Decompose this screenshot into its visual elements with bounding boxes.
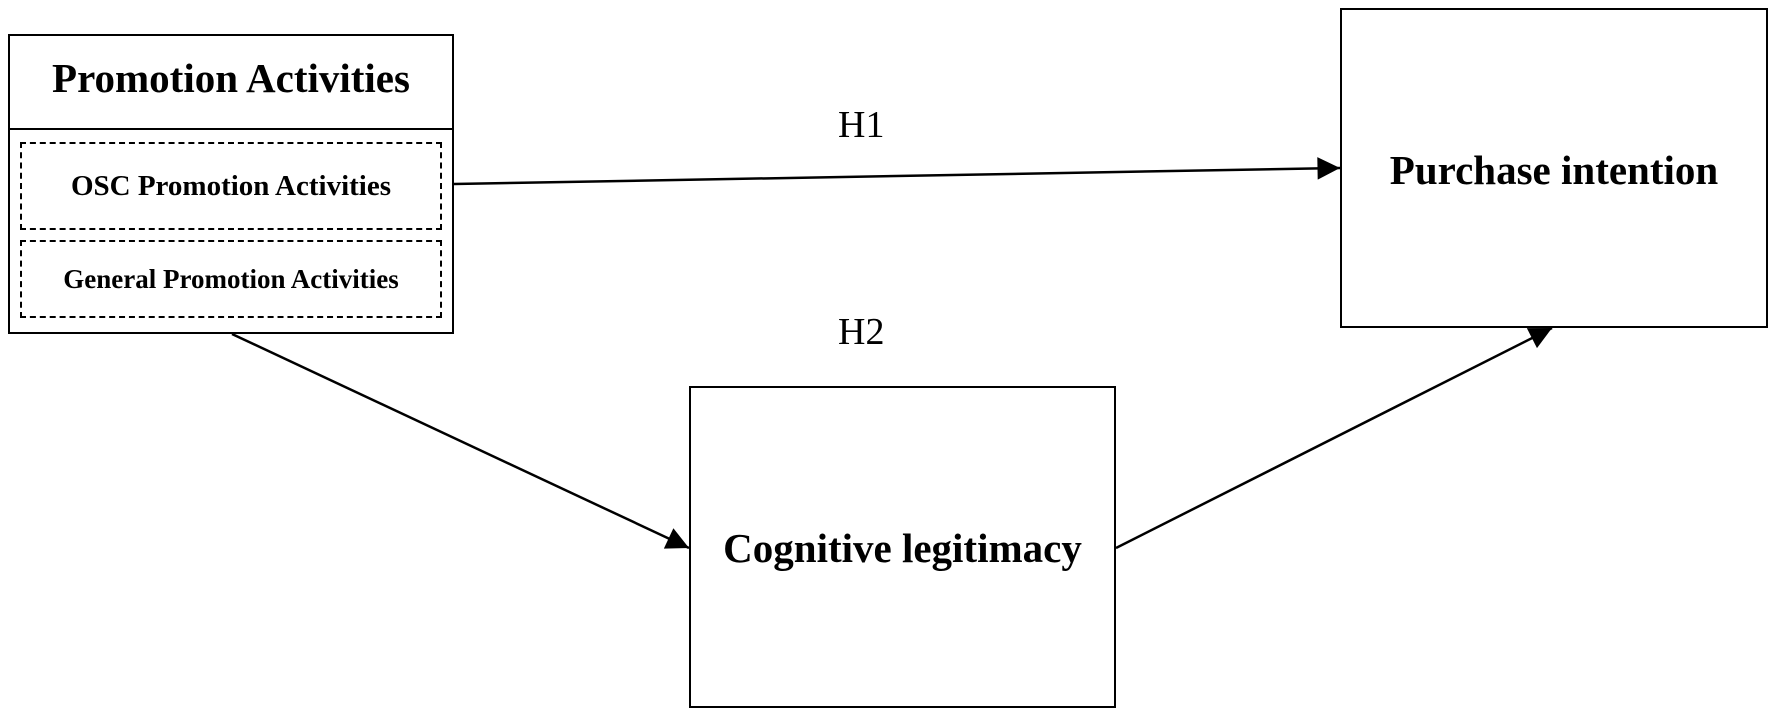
cognitive-legitimacy-box: Cognitive legitimacy (689, 386, 1116, 708)
promotion-activities-title: Promotion Activities (52, 55, 410, 101)
arrow-h1-promotion-to-purchase (453, 157, 1341, 186)
osc-promotion-activities-box: OSC Promotion Activities (20, 142, 442, 230)
promotion-activities-header: Promotion Activities (10, 36, 452, 130)
hypothesis-h2-label: H2 (838, 311, 885, 353)
general-promotion-activities-box: General Promotion Activities (20, 240, 442, 318)
purchase-intention-label: Purchase intention (1389, 147, 1719, 193)
osc-promotion-activities-label: OSC Promotion Activities (70, 170, 392, 202)
hypothesis-h1-label: H1 (838, 104, 885, 146)
cognitive-legitimacy-label: Cognitive legitimacy (723, 525, 1082, 571)
arrow-h2-promotion-to-cognitive (231, 332, 690, 550)
general-promotion-activities-label: General Promotion Activities (63, 264, 399, 294)
promotion-activities-box: Promotion Activities OSC Promotion Activ… (8, 34, 454, 334)
arrow-cognitive-to-purchase (1115, 326, 1553, 550)
purchase-intention-box: Purchase intention (1340, 8, 1768, 328)
